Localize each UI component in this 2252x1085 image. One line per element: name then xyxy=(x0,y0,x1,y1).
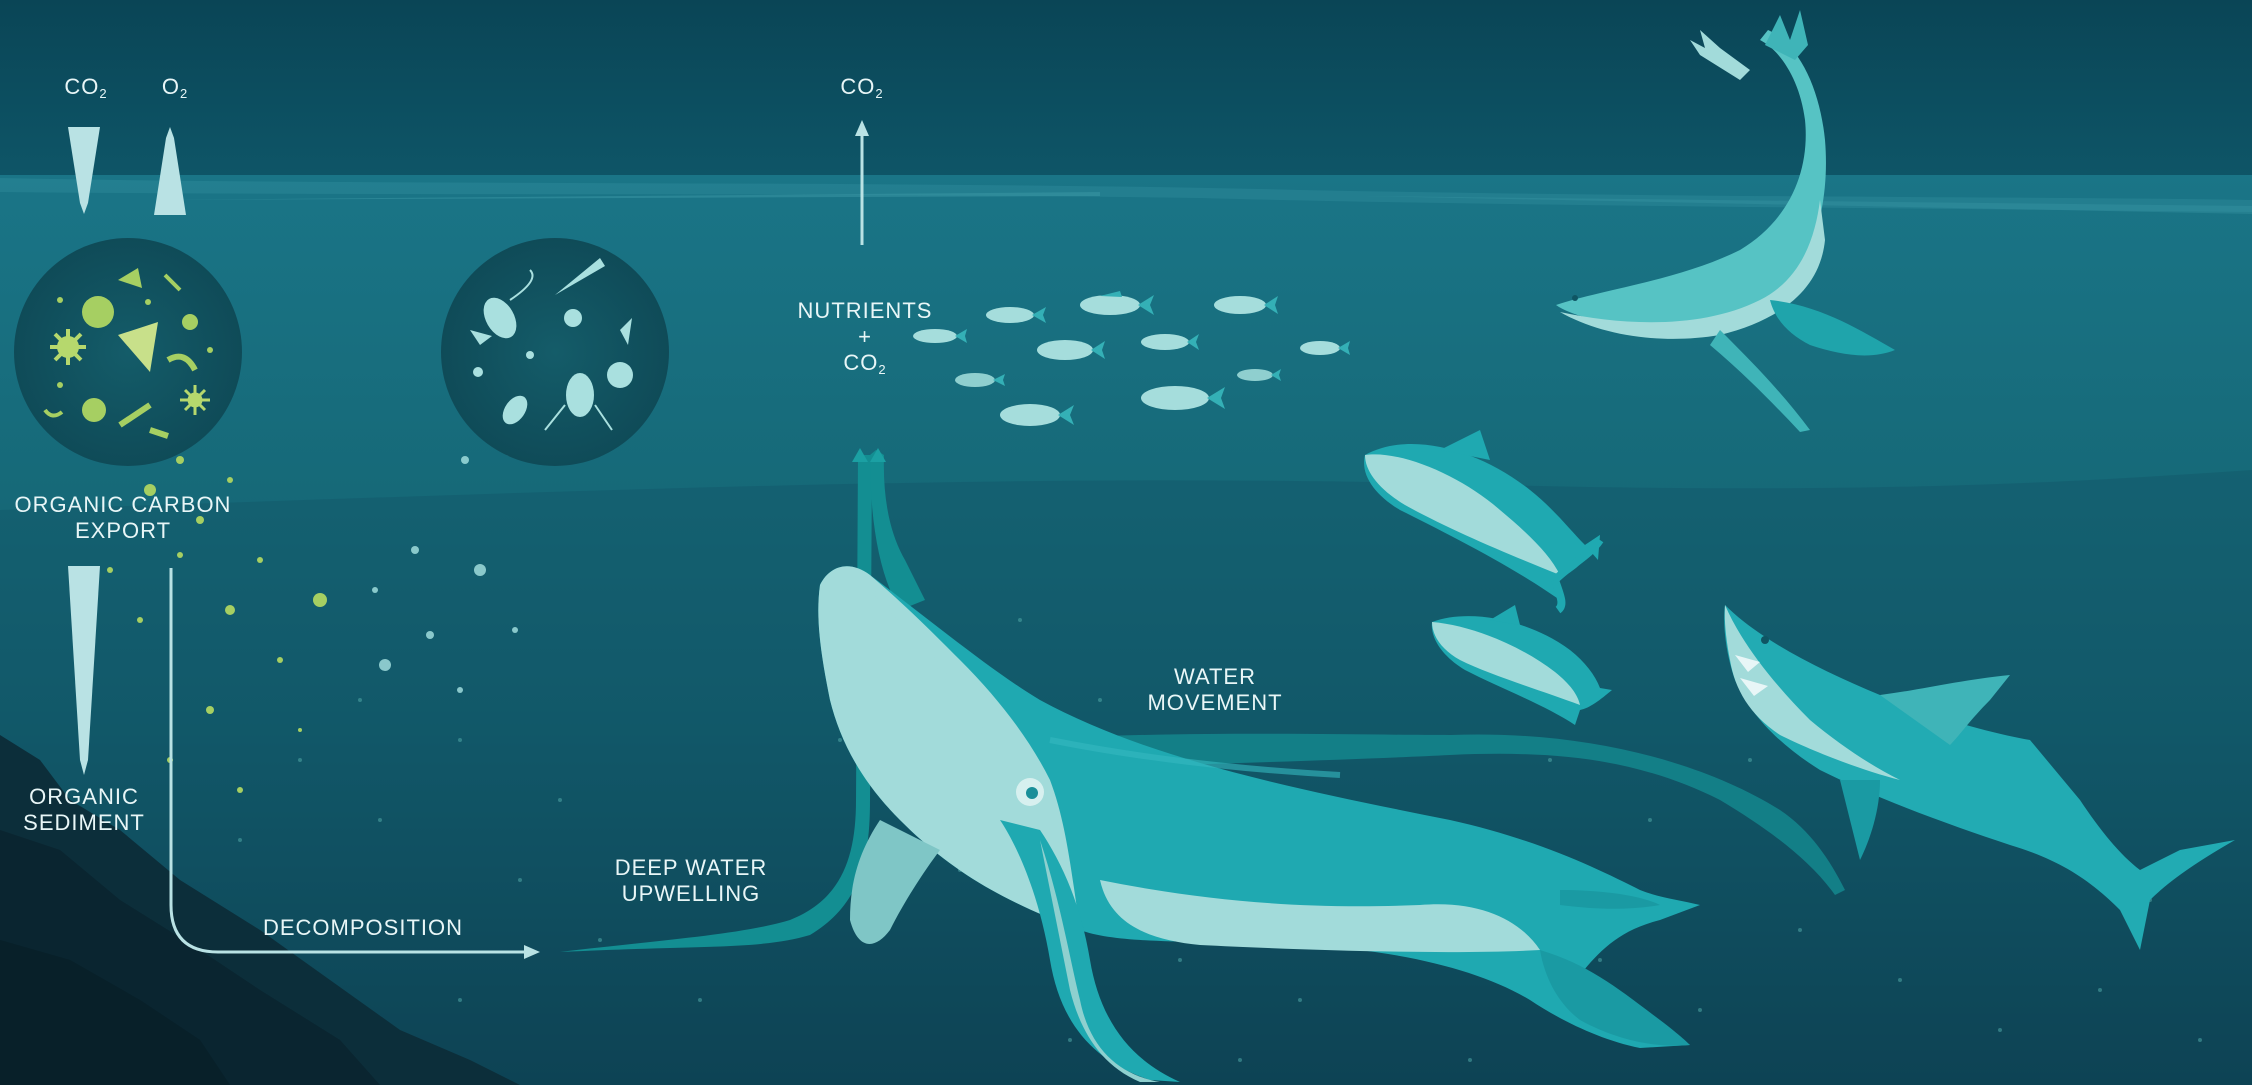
nutrients-plus: + xyxy=(790,324,940,350)
organic-carbon-export-line2: EXPORT xyxy=(0,518,246,544)
water-movement-label: WATER MOVEMENT xyxy=(1130,664,1300,716)
water-movement-line1: WATER xyxy=(1130,664,1300,690)
deep-water-upwelling-line1: DEEP WATER xyxy=(600,855,782,881)
nutrients-label: NUTRIENTS + CO2 xyxy=(790,298,940,383)
nutrients-co2: CO2 xyxy=(790,350,940,383)
co2-label-left: CO2 xyxy=(62,74,110,107)
co2-text: CO xyxy=(840,74,875,99)
co2-subscript: 2 xyxy=(99,86,107,101)
deep-water-upwelling-label: DEEP WATER UPWELLING xyxy=(600,855,782,907)
co2-subscript: 2 xyxy=(875,86,883,101)
diatom-star xyxy=(50,329,86,365)
organic-carbon-export-label: ORGANIC CARBON EXPORT xyxy=(0,492,246,544)
co2-label-top: CO2 xyxy=(838,74,886,107)
o2-label: O2 xyxy=(158,74,192,107)
sky-band xyxy=(0,0,2252,185)
organic-carbon-export-line1: ORGANIC CARBON xyxy=(0,492,246,518)
organic-sediment-line1: ORGANIC xyxy=(0,784,168,810)
o2-text: O xyxy=(162,74,180,99)
zooplankton-circle-icon xyxy=(441,238,669,466)
organic-sediment-label: ORGANIC SEDIMENT xyxy=(0,784,168,836)
organic-sediment-line2: SEDIMENT xyxy=(0,810,168,836)
phytoplankton-circle-icon xyxy=(14,238,242,466)
co2-text: CO xyxy=(64,74,99,99)
water-movement-line2: MOVEMENT xyxy=(1130,690,1300,716)
deep-water-upwelling-line2: UPWELLING xyxy=(600,881,782,907)
decomposition-label: DECOMPOSITION xyxy=(252,915,474,941)
nutrients-text: NUTRIENTS xyxy=(790,298,940,324)
o2-subscript: 2 xyxy=(180,86,188,101)
